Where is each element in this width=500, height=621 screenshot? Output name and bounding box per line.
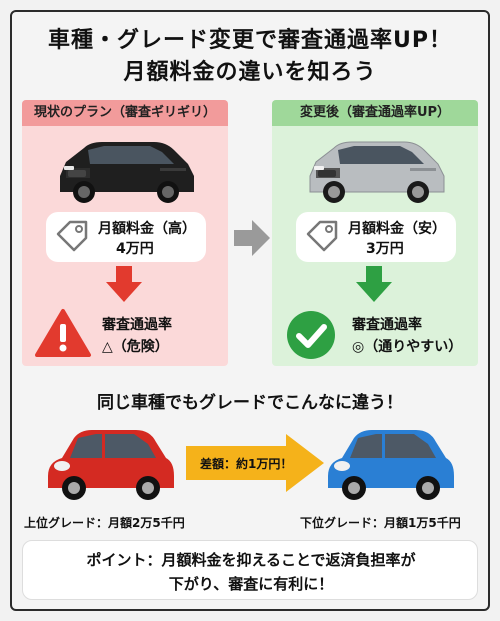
black-suv-image [60,142,194,203]
current-plan-panel: 現状のプラン（審査ギリギリ） 月額料金（高） 4万円 審査通過率 △（危険） [22,100,228,366]
main-title-line2: 月額料金の違いを知ろう [123,60,377,85]
point-text-line1: ポイント：月額料金を抑えることで返済負担率が [86,551,416,569]
current-price-box: 月額料金（高） 4万円 [46,212,206,262]
changed-status-label: 審査通過率 [352,317,422,333]
current-status-label: 審査通過率 [102,317,172,333]
price-tag-icon [56,220,88,252]
warning-icon [35,309,91,357]
arrow-down-red-icon [106,266,142,302]
main-title-line1: 車種・グレード変更で審査通過率UP！ [48,28,452,53]
changed-price-value: 3万円 [366,241,404,257]
changed-plan-panel: 変更後（審査通過率UP） 月額料金（安） 3万円 審査通過率 ◎（通りやすい） [272,100,478,366]
current-status-value: △（危険） [102,339,169,355]
changed-status-value: ◎（通りやすい） [352,339,463,355]
silver-suv-image [309,141,445,203]
arrow-down-green-icon [356,266,392,302]
current-plan-header: 現状のプラン（審査ギリギリ） [22,100,228,126]
changed-price-label: 月額料金（安） [348,221,446,237]
blue-compact-car-image [328,430,454,500]
upper-grade-label: 上位グレード：月額2万5千円 [24,516,185,530]
lower-grade-label: 下位グレード：月額1万5千円 [300,516,461,530]
difference-arrow-icon [186,434,324,492]
point-text-line2: 下がり、審査に有利に！ [168,575,334,593]
current-price-value: 4万円 [116,241,154,257]
point-box: ポイント：月額料金を抑えることで返済負担率が 下がり、審査に有利に！ [22,540,478,600]
changed-price-box: 月額料金（安） 3万円 [296,212,456,262]
changed-plan-header: 変更後（審査通過率UP） [272,100,478,126]
current-price-label: 月額料金（高） [98,221,196,237]
comparison-subtitle: 同じ車種でもグレードでこんなに違う！ [97,393,403,413]
difference-label: 差額：約1万円！ [200,457,293,471]
check-icon [287,311,335,359]
arrow-right-gray-icon [234,220,270,256]
price-tag-icon [306,220,338,252]
red-compact-car-image [48,430,174,500]
